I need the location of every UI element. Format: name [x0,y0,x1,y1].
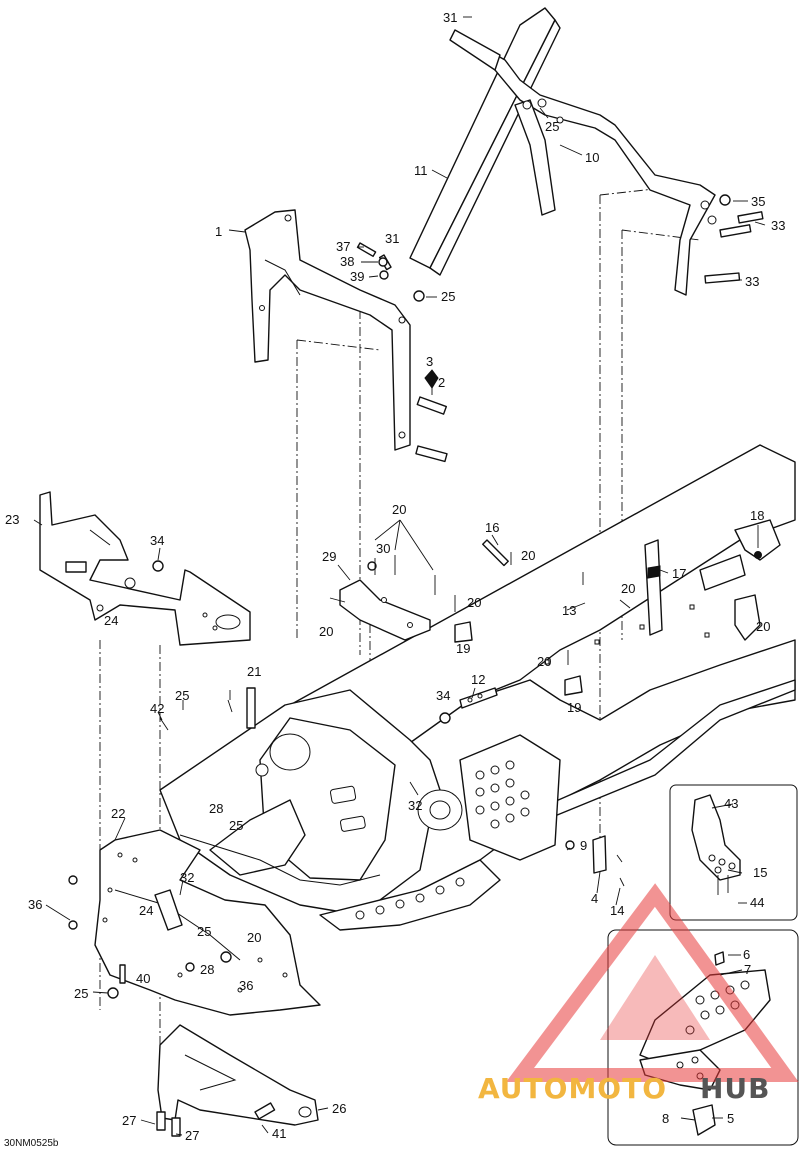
callout-20-skid: 20 [247,930,261,945]
callout-13: 13 [562,603,576,618]
callout-41: 41 [272,1126,286,1141]
watermark-logo: AUTOMOTO HUB [478,883,799,1105]
callout-25-tub: 25 [175,688,189,703]
watermark-triangle [506,883,799,1082]
callout-26: 26 [332,1101,346,1116]
callout-25-skid: 25 [197,924,211,939]
callout-21: 21 [247,664,261,679]
watermark-brand-left: AUTOMOTO [478,1072,667,1105]
callout-32-center: 32 [408,798,422,813]
lower-a-bracket [156,1024,319,1137]
callout-36-left: 36 [28,897,42,912]
callout-12: 12 [471,672,485,687]
callout-7: 7 [744,962,751,977]
callout-31-mid: 31 [385,231,399,246]
callout-27-left: 27 [122,1113,136,1128]
bolts-upper-right [704,194,764,284]
callout-20-tunnel: 20 [621,581,635,596]
front-column-bracket [244,209,411,451]
callout-20-far-right: 20 [756,619,770,634]
callout-19-mid: 19 [456,641,470,656]
callout-42: 42 [150,701,164,716]
main-chassis-tunnel [159,444,796,931]
callout-39: 39 [350,269,364,284]
callout-20-top: 20 [392,502,406,517]
callout-6: 6 [743,947,750,962]
callout-19-right: 19 [567,700,581,715]
callout-33-lower: 33 [745,274,759,289]
callout-20-right-top: 20 [521,548,535,563]
callout-40: 40 [136,971,150,986]
callout-20-mid: 20 [467,595,481,610]
callout-25-mid: 25 [441,289,455,304]
callout-29: 29 [322,549,336,564]
watermark-brand-right: HUB [700,1072,771,1105]
callout-18: 18 [750,508,764,523]
callout-25-upper: 25 [545,119,559,134]
front-skid-plate [68,829,321,1016]
callout-8: 8 [662,1111,669,1126]
callout-20-left: 20 [319,624,333,639]
leader-lines [33,16,766,1136]
callout-37: 37 [336,239,350,254]
callout-2: 2 [438,375,445,390]
callout-30: 30 [376,541,390,556]
callout-labels: 31 25 10 11 35 33 33 1 37 31 38 39 25 3 … [4,10,785,1149]
left-front-bracket [39,491,251,646]
callout-38: 38 [340,254,354,269]
callout-31-top: 31 [443,10,457,25]
callout-25-tub-lower: 25 [229,818,243,833]
callout-4: 4 [591,891,598,906]
callout-10: 10 [585,150,599,165]
callout-1: 1 [215,224,222,239]
callout-11: 11 [414,163,428,178]
callout-17: 17 [672,566,686,581]
callout-22: 22 [111,806,125,821]
callout-35: 35 [751,194,765,209]
callout-20-center: 20 [537,654,551,669]
callout-24-left: 24 [104,613,118,628]
screws [159,552,741,962]
callout-33-upper: 33 [771,218,785,233]
callout-28-lower: 28 [200,962,214,977]
callout-24-lower: 24 [139,903,153,918]
upper-column-tube [409,7,717,296]
callout-32-lower: 32 [180,870,194,885]
callout-3: 3 [426,354,433,369]
callout-36-right: 36 [239,978,253,993]
callout-27-right: 27 [185,1128,199,1143]
callout-9: 9 [580,838,587,853]
drawing-code: 30NM0525b [4,1138,59,1149]
callout-34-center: 34 [436,688,450,703]
callout-14: 14 [610,903,624,918]
bracket-hardware [356,242,448,463]
callout-44: 44 [750,895,764,910]
callout-15: 15 [753,865,767,880]
callout-5: 5 [727,1111,734,1126]
callout-16: 16 [485,520,499,535]
callout-25-bottom-left: 25 [74,986,88,1001]
inset-bracket-15 [669,784,798,921]
callout-23: 23 [5,512,19,527]
callout-34-left: 34 [150,533,164,548]
callout-43: 43 [724,796,738,811]
callout-28-upper: 28 [209,801,223,816]
